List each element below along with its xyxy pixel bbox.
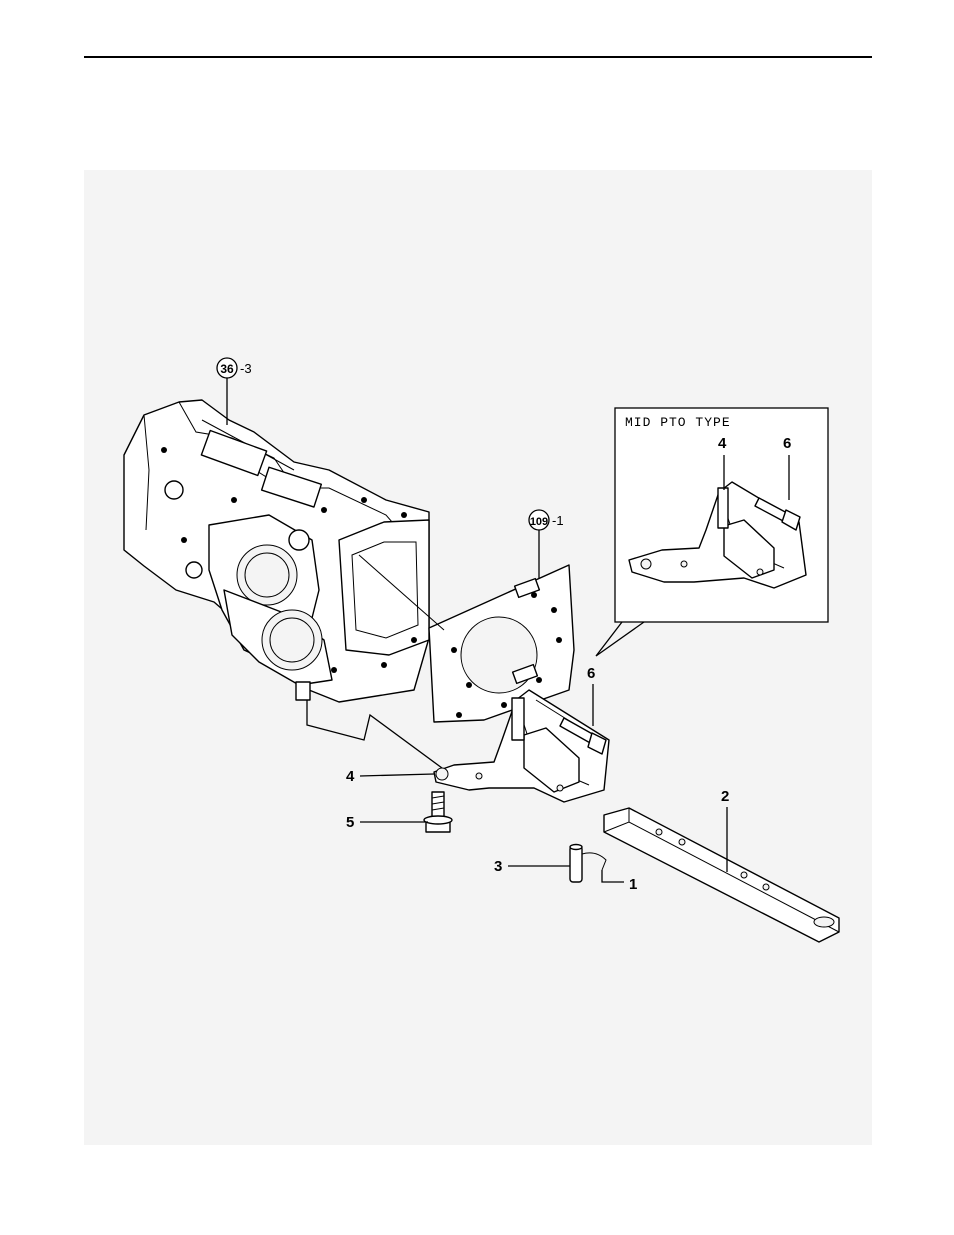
callout-109-1: 109 -1 (529, 510, 564, 578)
ref-36-suffix: -3 (240, 361, 252, 376)
callout-3: 3 (494, 858, 502, 875)
pin-3 (570, 845, 582, 883)
diagram-panel: MID PTO TYPE 4 6 36 -3 109 -1 6 4 5 3 1 … (84, 170, 872, 1145)
ref-109-circle: 109 (530, 516, 548, 528)
ref-109-suffix: -1 (552, 513, 564, 528)
drawbar-2 (604, 808, 839, 942)
assembly-leader-line (307, 700, 442, 768)
top-rule (84, 56, 872, 58)
callout-5: 5 (346, 814, 354, 831)
ref-36-circle: 36 (220, 362, 234, 376)
callout-1: 1 (629, 876, 637, 893)
inset-callout-6: 6 (783, 435, 791, 452)
callout-4: 4 (346, 768, 355, 785)
mid-pto-inset: MID PTO TYPE 4 6 (596, 408, 828, 656)
exploded-parts-diagram: MID PTO TYPE 4 6 36 -3 109 -1 6 4 5 3 1 … (84, 170, 872, 1145)
callout-6: 6 (587, 665, 595, 682)
gasket-plate (429, 565, 574, 722)
callout-2: 2 (721, 788, 729, 805)
inset-callout-4: 4 (718, 435, 727, 452)
inset-title: MID PTO TYPE (625, 415, 731, 430)
transmission-case (124, 400, 429, 702)
clip-1 (582, 853, 606, 870)
flange-bolt-5 (424, 792, 452, 832)
